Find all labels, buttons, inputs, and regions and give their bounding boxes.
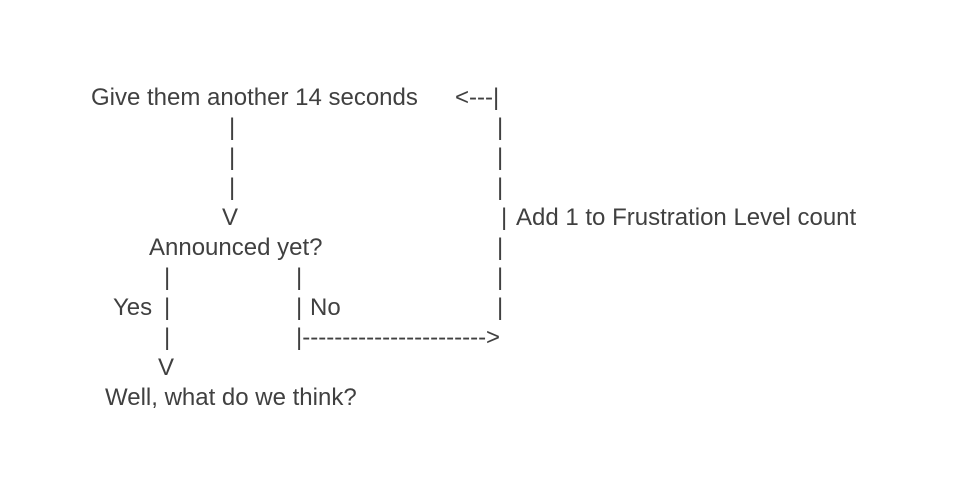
no-branch-arrow: |-----------------------> <box>296 324 501 351</box>
arrow-down: V <box>222 204 239 231</box>
node-announced-yet: Announced yet? <box>149 234 323 261</box>
arrow-down: V <box>158 354 175 381</box>
no-label: No <box>310 294 341 321</box>
yes-branch-pipe: | <box>164 264 171 291</box>
loop-pipe: | <box>497 144 504 171</box>
loop-pipe: | <box>497 174 504 201</box>
yes-branch-pipe: | <box>164 324 171 351</box>
connector-pipe: | <box>229 174 236 201</box>
no-branch-pipe: | <box>296 294 303 321</box>
node-give-them-another-14-seconds: Give them another 14 seconds <box>91 84 418 111</box>
loop-label-frustration: Add 1 to Frustration Level count <box>516 204 857 231</box>
node-well-what-do-we-think: Well, what do we think? <box>105 384 357 411</box>
connector-pipe: | <box>229 144 236 171</box>
loop-pipe: | <box>497 264 504 291</box>
loop-return-arrow: <---| <box>455 84 500 111</box>
no-branch-pipe: | <box>296 264 303 291</box>
loop-pipe: | <box>497 114 504 141</box>
loop-pipe: | <box>497 234 504 261</box>
connector-pipe: | <box>229 114 236 141</box>
yes-label: Yes <box>113 294 153 321</box>
loop-pipe: | <box>497 294 504 321</box>
loop-pipe: | <box>501 204 508 231</box>
yes-branch-pipe: | <box>164 294 171 321</box>
